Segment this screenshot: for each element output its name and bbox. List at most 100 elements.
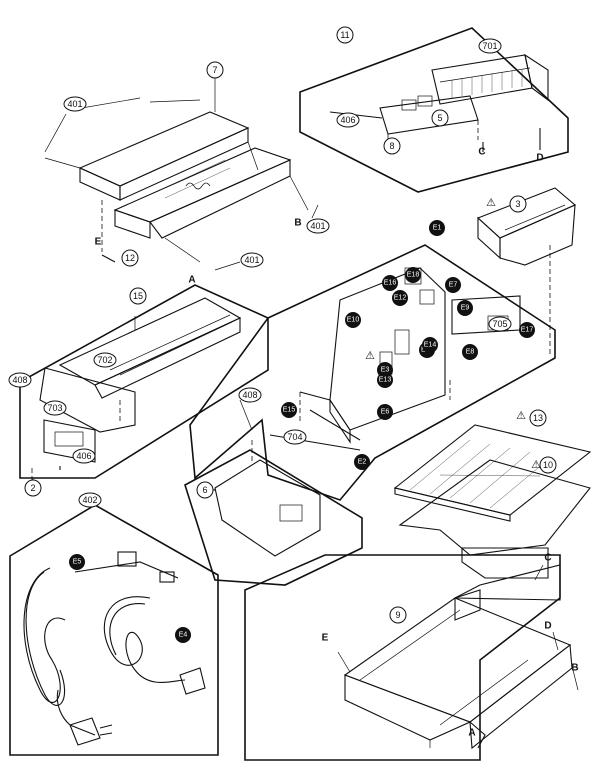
part-number-408: 408 (12, 375, 27, 385)
callout-filled-E17 (519, 322, 535, 338)
electrical-label-E4: E4 (179, 632, 188, 639)
electrical-label-E5: E5 (73, 559, 82, 566)
panel-base (244, 554, 561, 761)
callout-circle (196, 481, 214, 499)
callout-filled-E2 (354, 454, 370, 470)
line-art (9, 27, 592, 761)
callout-number-15: 15 (133, 291, 143, 301)
cord-e4 (103, 596, 186, 684)
part-number-704: 704 (287, 432, 302, 442)
bracket-board (379, 95, 479, 135)
callout-filled-E1 (429, 220, 445, 236)
board-6 (214, 459, 321, 557)
callout-number-12: 12 (125, 253, 135, 263)
electrical-label-E1: E1 (433, 225, 442, 232)
callout-filled-E7 (445, 277, 461, 293)
callout-number-9: 9 (395, 610, 400, 620)
part-number-402: 402 (82, 495, 97, 505)
callout-oval (72, 448, 96, 464)
callout-oval (93, 352, 117, 368)
callout-filled-E5 (69, 554, 85, 570)
electrical-label-E8: E8 (466, 349, 475, 356)
part-number-401: 401 (67, 99, 82, 109)
callout-circle (539, 456, 557, 474)
callout-filled-E6 (377, 404, 393, 420)
callout-filled-E14 (422, 337, 438, 353)
callout-filled-E8 (462, 344, 478, 360)
callout-circle (529, 409, 547, 427)
cord-e5 (23, 567, 66, 703)
warning-icon: ⚠ (365, 350, 375, 362)
callout-circle (206, 61, 224, 79)
callout-oval (336, 112, 360, 128)
callout-number-3: 3 (515, 199, 520, 209)
warning-icon: ⚠ (486, 197, 496, 209)
callout-filled-E12 (392, 290, 408, 306)
callout-number-5: 5 (437, 113, 442, 123)
callout-filled-E4 (175, 627, 191, 643)
callout-filled-E15 (281, 402, 297, 418)
callout-oval (63, 96, 87, 112)
electrical-label-E17: E17 (521, 327, 534, 334)
callout-oval (238, 387, 262, 403)
part-number-406: 406 (76, 451, 91, 461)
callout-circle (383, 137, 401, 155)
callout-number-10: 10 (543, 460, 553, 470)
part-number-406: 406 (340, 115, 355, 125)
ref-letter-B: B (571, 663, 578, 674)
callout-oval (478, 38, 502, 54)
callout-circle (336, 26, 354, 44)
electrical-label-E16: E16 (384, 280, 397, 287)
ref-letter-C: C (478, 147, 485, 158)
callout-oval (488, 316, 512, 332)
electrical-label-E15: E15 (283, 407, 296, 414)
part-number-705: 705 (492, 319, 507, 329)
part-number-401: 401 (310, 221, 325, 231)
callout-oval (283, 429, 307, 445)
callout-filled-E10 (345, 312, 361, 328)
callout-circle (129, 287, 147, 305)
part-number-703: 703 (47, 403, 62, 413)
ref-letter-A: A (468, 728, 475, 739)
ref-letter-D: D (536, 153, 543, 164)
plate-13 (393, 424, 592, 516)
electrical-label-E10: E10 (347, 317, 360, 324)
callout-number-2: 2 (30, 483, 35, 493)
electrical-label-E6: E6 (381, 409, 390, 416)
panel-top-right (299, 27, 569, 193)
plate-10 (398, 459, 591, 556)
electrical-label-E3: E3 (381, 367, 390, 374)
panel-small (184, 449, 363, 586)
callout-oval (306, 218, 330, 234)
electrical-label-E12: E12 (394, 295, 407, 302)
electrical-label-E18: E18 (407, 272, 420, 279)
ref-letter-E: E (95, 237, 102, 248)
callout-number-7: 7 (212, 65, 217, 75)
callout-filled-E9 (457, 300, 473, 316)
callout-circle (389, 606, 407, 624)
warning-icon: ⚠ (516, 410, 526, 422)
callout-number-6: 6 (202, 485, 207, 495)
callout-oval (78, 492, 102, 508)
callout-number-11: 11 (340, 30, 349, 40)
callout-oval (8, 372, 32, 388)
callout-oval (43, 400, 67, 416)
panel-cords (9, 504, 219, 756)
panel-center (189, 244, 556, 501)
warning-icon: ⚠ (531, 459, 541, 471)
electrical-label-E2: E2 (358, 459, 367, 466)
callout-circle (431, 109, 449, 127)
ref-letter-C: C (544, 553, 551, 564)
ref-letter-A: A (188, 275, 195, 286)
callout-filled-E13 (377, 372, 393, 388)
part-number-701: 701 (482, 41, 497, 51)
panel-left (19, 284, 269, 479)
bracket-702 (58, 297, 242, 386)
top-cover-7 (78, 111, 250, 187)
board-703 (43, 419, 96, 463)
part-number-702: 702 (97, 355, 112, 365)
callout-circle (121, 249, 139, 267)
